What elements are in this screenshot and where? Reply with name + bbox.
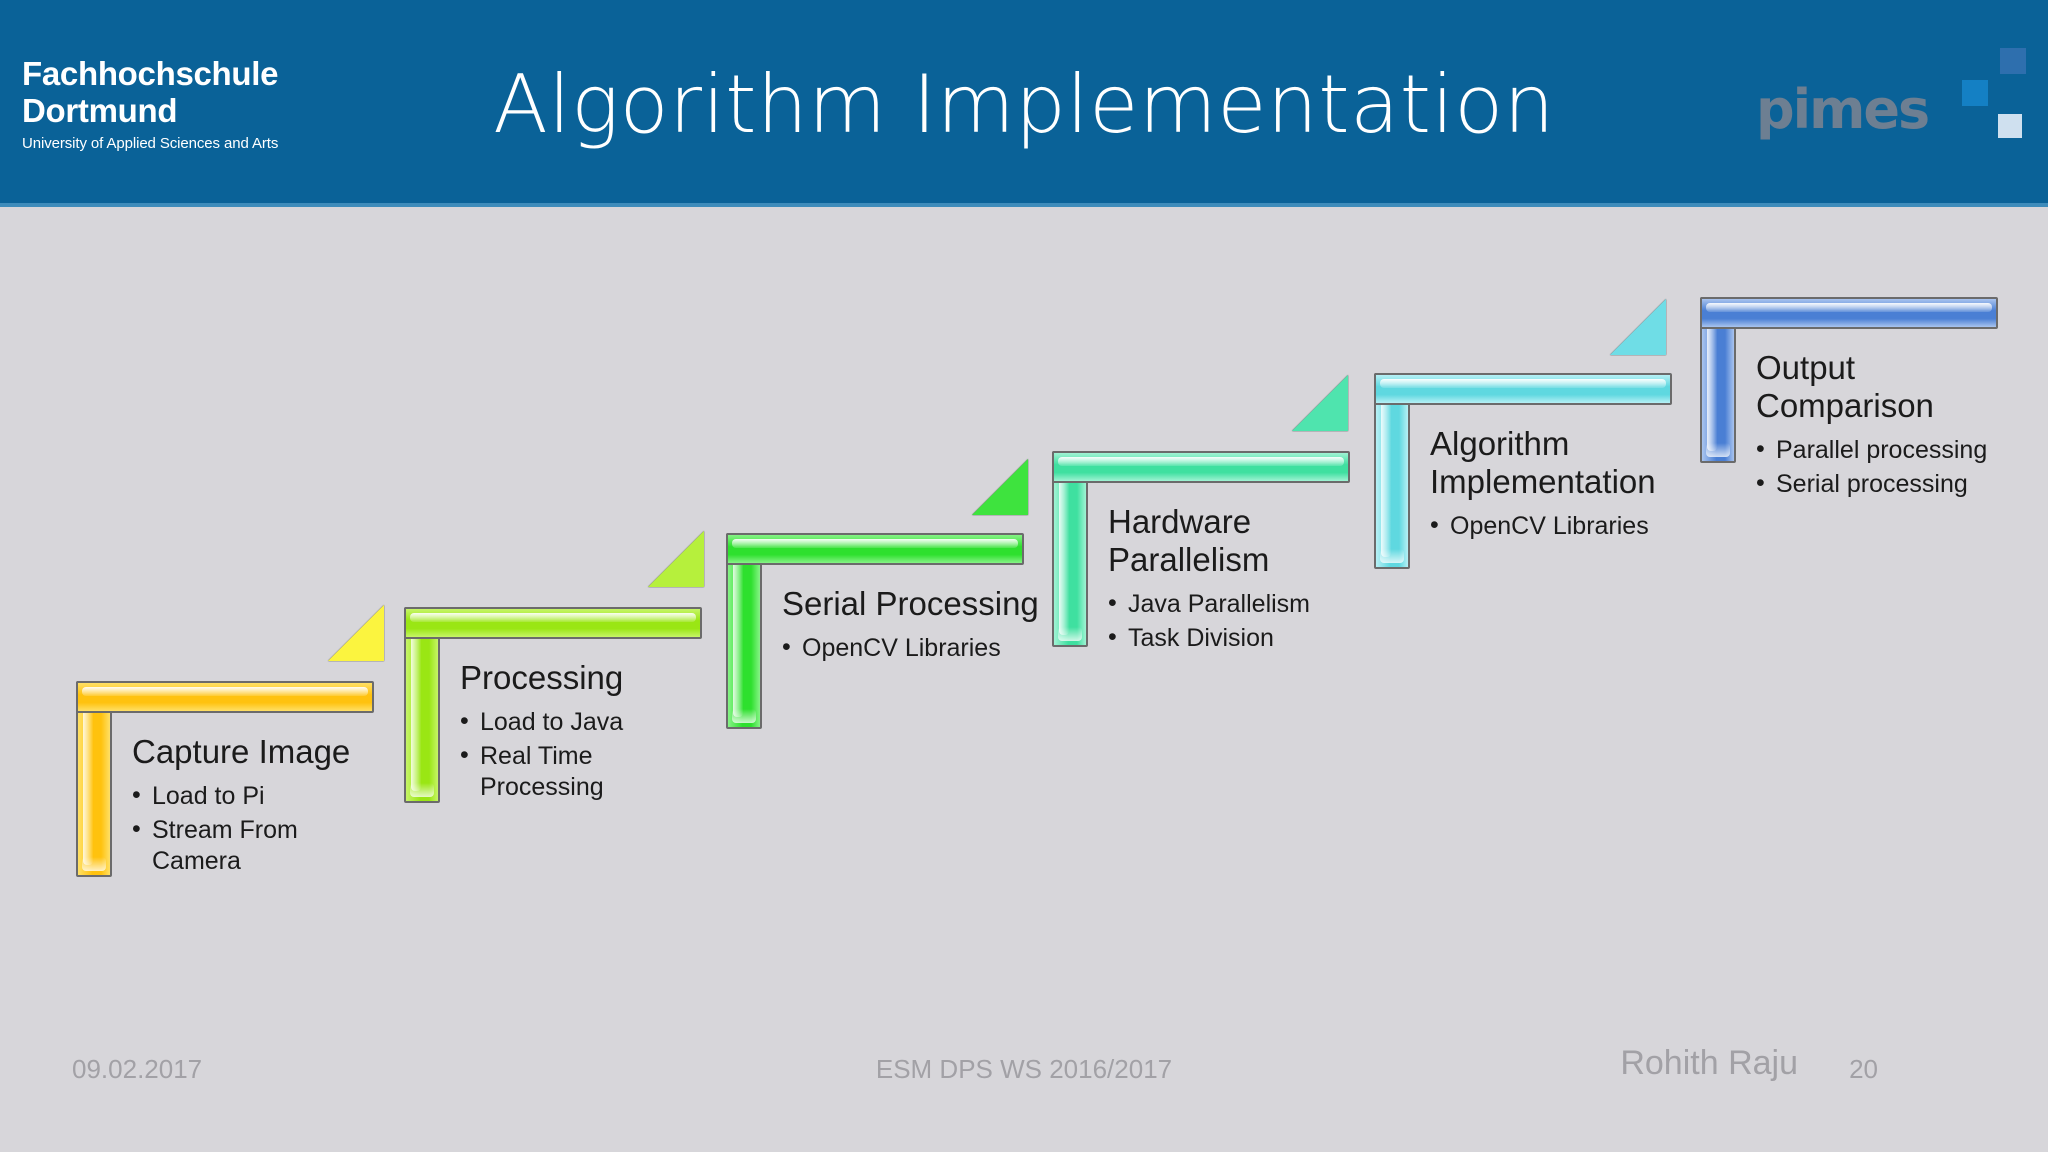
university-logo-subtitle: University of Applied Sciences and Arts (22, 135, 279, 152)
university-logo: Fachhochschule Dortmund University of Ap… (22, 55, 322, 152)
pimes-square-light-icon (1998, 114, 2022, 138)
step-bullet-item: OpenCV Libraries (1430, 510, 1688, 542)
step-diagram: Capture ImageLoad to PiStream From Camer… (0, 203, 2048, 1023)
step-text-block: ProcessingLoad to JavaReal Time Processi… (460, 659, 718, 806)
bracket-top-bar (76, 681, 374, 713)
pimes-logo: pimes (1756, 48, 2026, 141)
footer-page-number: 20 (1849, 1054, 1878, 1084)
step-bullet-item: Serial processing (1756, 468, 2014, 500)
bracket-gloss (411, 619, 421, 791)
bracket-left-bar (1052, 451, 1088, 647)
footer-author: Rohith Raju (1620, 1044, 1798, 1082)
step-title: Hardware Parallelism (1108, 503, 1270, 578)
step-title: Output Comparison (1756, 349, 1934, 424)
pimes-square-dark-icon (2000, 48, 2026, 74)
footer-date: 09.02.2017 (72, 1054, 203, 1084)
bracket-left-bar (76, 681, 112, 877)
step-bullet-item: Load to Java (460, 706, 718, 738)
bracket-gloss (410, 613, 696, 622)
bracket-gloss (1380, 379, 1666, 388)
university-logo-line2: Dortmund (22, 92, 178, 129)
page-title: Algorithm Implementation (493, 58, 1555, 151)
step-bullet-list: OpenCV Libraries (782, 632, 1040, 664)
step-bullet-list: Java ParallelismTask Division (1108, 588, 1366, 654)
bracket-gloss (733, 545, 743, 717)
step-bullet-list: OpenCV Libraries (1430, 510, 1688, 542)
bracket-foot-gloss (1058, 627, 1082, 641)
step-text-block: Serial ProcessingOpenCV Libraries (782, 585, 1040, 667)
step-text-block: Capture ImageLoad to PiStream From Camer… (132, 733, 390, 880)
bracket-top-bar (726, 533, 1024, 565)
bracket-foot-gloss (1706, 443, 1730, 457)
step-text-block: Output ComparisonParallel processingSeri… (1756, 349, 2014, 503)
bracket-top-bar (404, 607, 702, 639)
step-bullet-item: Load to Pi (132, 780, 390, 812)
pimes-wordmark: pimes (1756, 78, 1930, 141)
step-bullet-item: Task Division (1108, 622, 1366, 654)
bracket-top-bar (1700, 297, 1998, 329)
bracket-top-bar (1052, 451, 1350, 483)
step-bullet-list: Load to PiStream From Camera (132, 780, 390, 877)
step-title: Serial Processing (782, 585, 1039, 622)
bracket-gloss (83, 693, 93, 865)
step-arrow-icon (648, 531, 704, 587)
bracket-left-bar (1374, 373, 1410, 569)
bracket-gloss (1059, 463, 1069, 635)
step-bullet-list: Parallel processingSerial processing (1756, 434, 2014, 500)
footer-course: ESM DPS WS 2016/2017 (875, 1054, 1173, 1084)
step-bullet-item: OpenCV Libraries (782, 632, 1040, 664)
bracket-foot-gloss (1380, 549, 1404, 563)
step-title: Processing (460, 659, 624, 696)
bracket-gloss (1707, 309, 1717, 451)
step-text-block: Algorithm ImplementationOpenCV Libraries (1430, 425, 1688, 545)
bracket-gloss (732, 539, 1018, 548)
bracket-gloss (1706, 303, 1992, 312)
step-bullet-list: Load to JavaReal Time Processing (460, 706, 718, 803)
bracket-foot-gloss (732, 709, 756, 723)
bracket-gloss (1058, 457, 1344, 466)
header-divider (0, 203, 2048, 207)
step-arrow-icon (1610, 299, 1666, 355)
bracket-foot-gloss (82, 857, 106, 871)
step-bullet-item: Java Parallelism (1108, 588, 1366, 620)
step-arrow-icon (972, 459, 1028, 515)
bracket-gloss (82, 687, 368, 696)
slide-header (0, 0, 2048, 203)
step-arrow-icon (328, 605, 384, 661)
step-bullet-item: Parallel processing (1756, 434, 2014, 466)
step-text-block: Hardware ParallelismJava ParallelismTask… (1108, 503, 1366, 657)
slide-footer: 09.02.2017 ESM DPS WS 2016/2017 Rohith R… (0, 1032, 2048, 1152)
pimes-square-mid-icon (1962, 80, 1988, 106)
bracket-left-bar (726, 533, 762, 729)
university-logo-line1: Fachhochschule (22, 55, 279, 92)
step-bullet-item: Stream From Camera (132, 814, 390, 877)
step-arrow-icon (1292, 375, 1348, 431)
bracket-foot-gloss (410, 783, 434, 797)
step-bullet-item: Real Time Processing (460, 740, 718, 803)
step-title: Capture Image (132, 733, 351, 770)
bracket-top-bar (1374, 373, 1672, 405)
step-title: Algorithm Implementation (1430, 425, 1656, 500)
bracket-gloss (1381, 385, 1391, 557)
